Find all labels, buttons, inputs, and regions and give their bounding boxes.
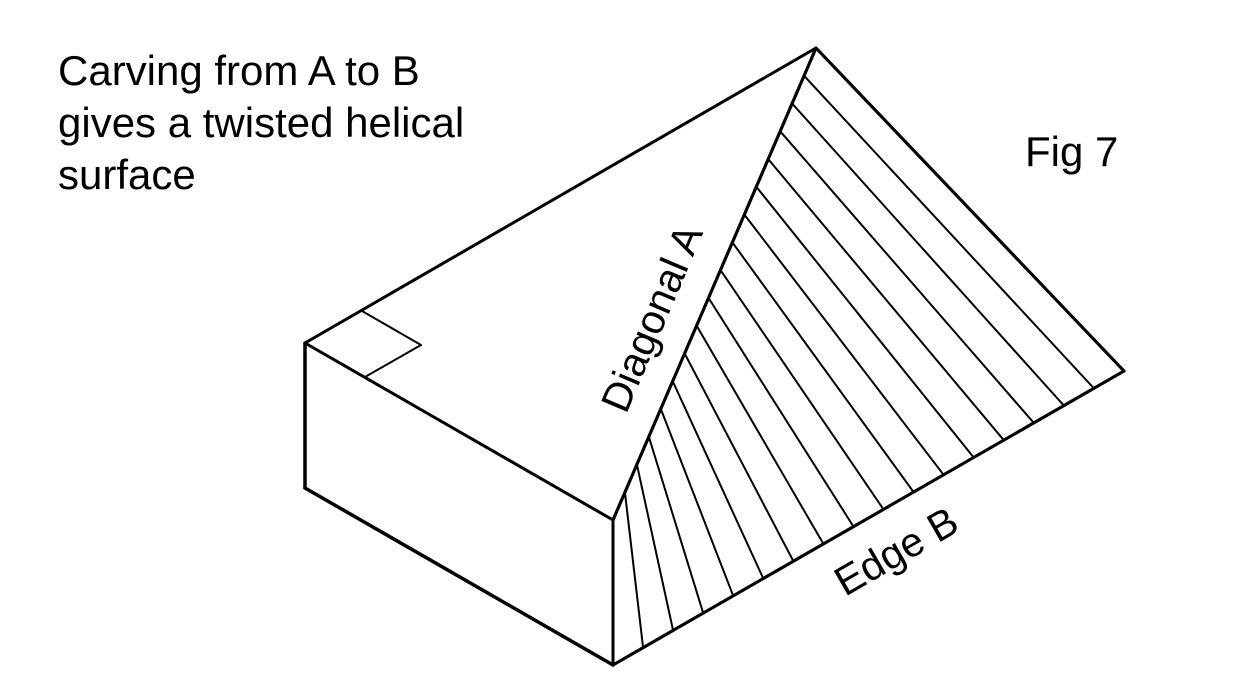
edge-b-label: Edge B [827,498,966,605]
caption-line-2: gives a twisted helical [58,99,464,146]
helix-line [635,464,675,631]
helix-line [767,158,1005,441]
helix-line [695,325,825,545]
helix-line [719,269,885,510]
block-front-face [303,341,615,667]
corner-square-marker [361,310,422,378]
diagonal-a-label: Diagonal A [592,217,712,418]
helix-line [671,380,765,579]
top-face-inner-edge [364,376,614,521]
block-outline [303,46,1126,667]
helix-line [743,213,945,476]
caption-line-3: surface [58,151,196,198]
helix-line [707,297,855,528]
helix-line [731,241,915,493]
helix-line [647,436,705,614]
caption: Carving from A to B gives a twisted heli… [58,47,464,198]
diagonal-a-line [611,46,818,522]
caption-line-1: Carving from A to B [58,47,420,94]
helix-line [623,492,645,648]
helix-line [779,130,1035,424]
helix-line [683,352,795,562]
helix-line [755,186,975,459]
helix-line [803,75,1095,389]
helix-line [791,102,1065,407]
figure-label: Fig 7 [1025,128,1118,175]
helix-lines [623,75,1095,648]
helix-line [659,408,735,597]
